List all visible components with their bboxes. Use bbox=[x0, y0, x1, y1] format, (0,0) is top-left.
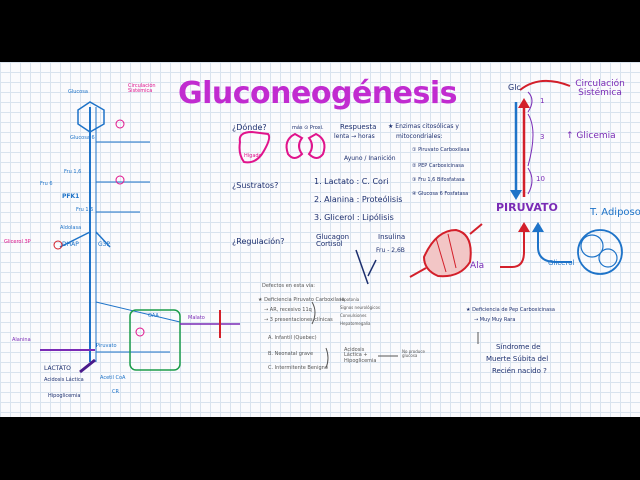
label-g3p: G3P bbox=[98, 241, 111, 248]
cycle-t-adiposo: T. Adiposo bbox=[590, 207, 640, 218]
enzima-3: ③ Fru 1,6 Bifosfatasa bbox=[412, 177, 465, 183]
cycle-num-10: 10 bbox=[536, 175, 545, 183]
cycle-glicemia: ↑ Glicemia bbox=[566, 131, 616, 141]
label-alanina: Alanina bbox=[12, 337, 31, 343]
donde-organ-1: Hígado bbox=[244, 153, 262, 159]
label-dhap: DHAP bbox=[62, 241, 79, 248]
defectos-title: Defectos en esta vía: bbox=[262, 283, 315, 289]
defectos-item-4: B. Neonatal grave bbox=[268, 351, 314, 357]
sustrato-2: 2. Alanina : Proteólisis bbox=[314, 195, 403, 204]
sustrato-1: 1. Lactato : C. Cori bbox=[314, 177, 389, 186]
label-glucosa-6: Glucosa 6 bbox=[70, 135, 95, 141]
label-aldolasa: Aldolasa bbox=[60, 225, 82, 231]
label-glucosa: Glucosa bbox=[68, 89, 88, 95]
enzima-4: ④ Glucosa 6 Fosfatasa bbox=[412, 191, 469, 197]
cycle-num-3: 3 bbox=[540, 133, 545, 141]
defectos-item-1: → AR, recesivo 11q bbox=[264, 307, 312, 313]
donde-note: más ⊙ Proxi. bbox=[292, 125, 324, 131]
label-acetil-coa: Acetil CoA bbox=[100, 375, 126, 381]
defectos-note: No produce glucosa bbox=[402, 349, 425, 359]
page-title: Gluconeogénesis bbox=[178, 76, 458, 111]
label-fru-6: Fru 6 bbox=[40, 181, 53, 187]
defectos-sign-0: Hipotonía bbox=[340, 297, 360, 302]
sustratos-question: ¿Sustratos? bbox=[232, 181, 279, 190]
label-fru-16b: Fru 1,6 bbox=[76, 207, 94, 213]
regulacion-fru26: Fru - 2,6B bbox=[376, 247, 405, 254]
regulacion-glucagon: Glucagon Cortisol bbox=[316, 233, 350, 249]
cycle-num-1: 1 bbox=[540, 97, 545, 105]
label-lactato: LACTATO bbox=[44, 365, 71, 372]
sustrato-3: 3. Glicerol : Lipólisis bbox=[314, 213, 394, 222]
pepck-result-3: Recién nacido ? bbox=[492, 367, 547, 375]
enzimas-title-2: mitocondriales: bbox=[396, 133, 443, 140]
regulacion-question: ¿Regulación? bbox=[232, 237, 285, 246]
cycle-glicerol: Glicerol bbox=[548, 259, 575, 267]
pepck-title: ★ Deficiencia de Pep Carboxicinasa bbox=[466, 307, 555, 313]
defectos-item-2: → 3 presentaciones clínicas bbox=[264, 317, 333, 323]
cycle-ala: Ala bbox=[470, 261, 485, 271]
label-pfk1: PFK1 bbox=[62, 193, 80, 200]
label-oaa: OAA bbox=[148, 313, 159, 319]
respuesta-1: lenta → horas bbox=[334, 133, 375, 140]
label-circulacion: Circulación Sistémica bbox=[128, 83, 156, 95]
label-acidosis: Acidosis Láctica bbox=[44, 377, 84, 383]
enzimas-title-1: ★ Enzimas citosólicas y bbox=[388, 123, 459, 130]
label-hipoglicemia: Hipoglicemia bbox=[48, 393, 81, 399]
cycle-circulacion: Circulación Sistémica bbox=[575, 79, 625, 99]
defectos-item-5: C. Intermitente Benigno bbox=[268, 365, 328, 371]
enzima-2: ② PEP Carboxicinasa bbox=[412, 163, 464, 169]
respuesta-title: Respuesta bbox=[340, 123, 377, 131]
enzima-1: ① Piruvato Carboxilasa bbox=[412, 147, 470, 153]
label-cr: CR bbox=[112, 389, 119, 395]
defectos-sign-2: Convulsiones bbox=[340, 313, 367, 318]
regulacion-insulina: Insulina bbox=[378, 233, 406, 241]
pepck-result-1: Síndrome de bbox=[496, 343, 541, 351]
cycle-piruvato: PIRUVATO bbox=[496, 201, 558, 214]
label-malato: Malato bbox=[188, 315, 205, 321]
pathway-lines bbox=[40, 79, 623, 374]
defectos-sign-1: Signos neurológicos bbox=[340, 305, 381, 310]
cycle-glc: Glc bbox=[508, 83, 521, 92]
defectos-item-0: ★ Deficiencia Piruvato Carboxilasa bbox=[258, 297, 345, 303]
donde-question: ¿Dónde? bbox=[232, 123, 267, 132]
label-glicerol-3p: Glicerol 3P bbox=[4, 239, 31, 245]
whiteboard: Gluconeogénesis bbox=[0, 62, 640, 417]
defectos-sign-3: Hepatomegalia bbox=[340, 321, 371, 326]
respuesta-2: Ayuno / Inanición bbox=[344, 155, 396, 162]
label-fru-16: Fru 1,6 bbox=[64, 169, 82, 175]
label-piruvato-left: Piruvato bbox=[96, 343, 117, 349]
pepck-result-2: Muerte Súbita del bbox=[486, 355, 549, 363]
defectos-acidosis: Acidosis Láctica + Hipoglicemia bbox=[344, 347, 377, 364]
pepck-sub: → Muy Muy Rara bbox=[474, 317, 516, 323]
defectos-item-3: A. Infantil (Quebec) bbox=[268, 335, 317, 341]
